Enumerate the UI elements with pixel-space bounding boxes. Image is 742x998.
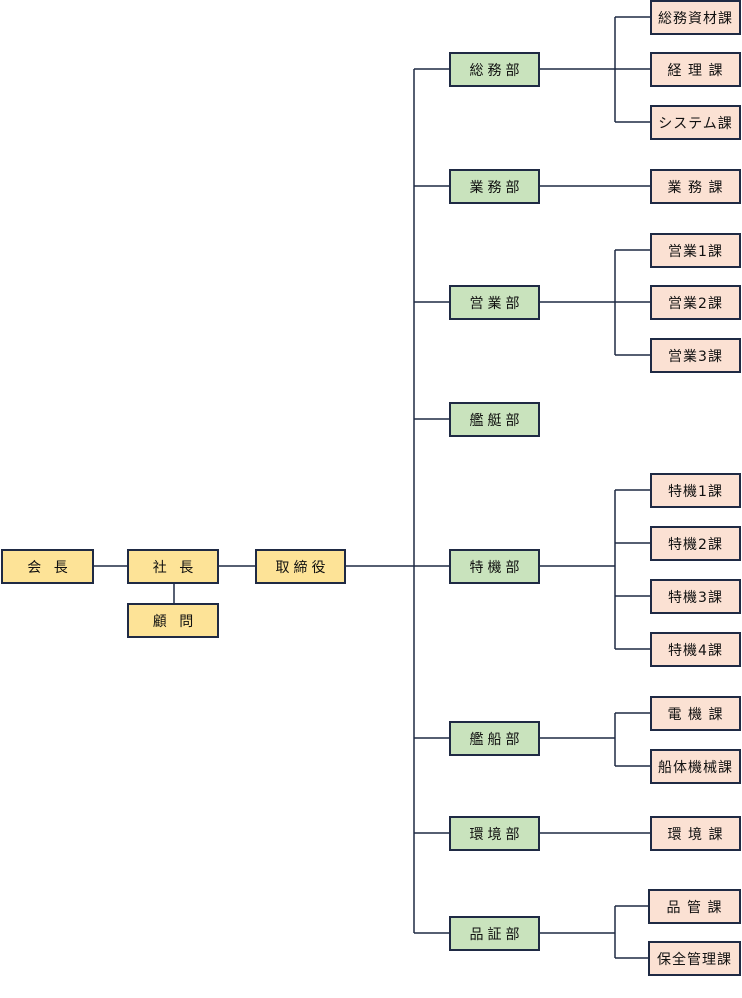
section-tokki-1: 特機1課 (650, 473, 741, 508)
dept-tokki: 特機部 (449, 549, 540, 584)
section-denki: 電 機 課 (650, 696, 741, 731)
dept-hinsho: 品証部 (449, 916, 540, 951)
section-hozen-kanri: 保全管理課 (648, 941, 741, 976)
section-tokki-3: 特機3課 (650, 579, 741, 614)
dept-kansen: 艦船部 (449, 721, 540, 756)
section-keiri: 経 理 課 (650, 52, 741, 87)
section-eigyo-1: 営業1課 (650, 233, 741, 268)
section-gyomu: 業 務 課 (650, 169, 741, 204)
dept-soumu: 総務部 (449, 52, 540, 87)
advisor-box: 顧 問 (127, 603, 219, 638)
section-kankyo: 環 境 課 (650, 816, 741, 851)
section-sentai-kikai: 船体機械課 (650, 749, 741, 784)
section-tokki-2: 特機2課 (650, 526, 741, 561)
dept-kankyo: 環境部 (449, 816, 540, 851)
section-soumu-shizai: 総務資材課 (650, 0, 741, 35)
dept-gyomu: 業務部 (449, 169, 540, 204)
directors-box: 取締役 (255, 549, 346, 584)
president-box: 社 長 (127, 549, 219, 584)
dept-kantei: 艦艇部 (449, 402, 540, 437)
chairman-box: 会 長 (1, 549, 94, 584)
dept-eigyo: 営業部 (449, 285, 540, 320)
section-system: システム課 (650, 105, 741, 140)
section-tokki-4: 特機4課 (650, 632, 741, 667)
section-hinkan: 品 管 課 (648, 889, 741, 924)
section-eigyo-2: 営業2課 (650, 285, 741, 320)
section-eigyo-3: 営業3課 (650, 338, 741, 373)
